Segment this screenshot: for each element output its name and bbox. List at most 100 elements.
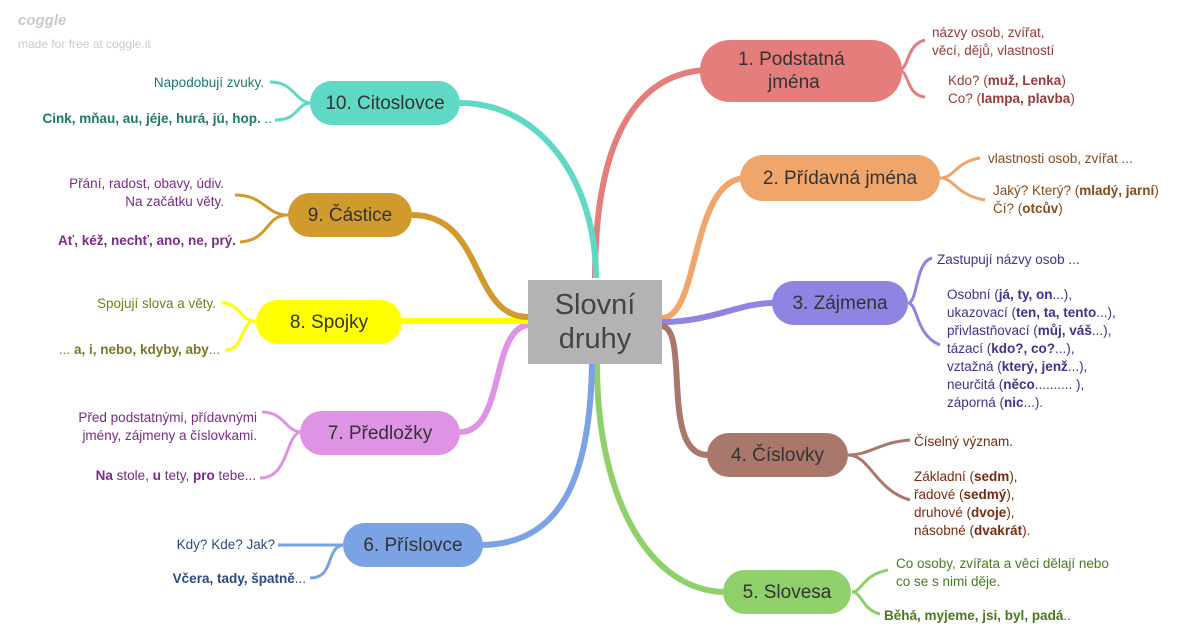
n7-examples: Na stole, u tety, pro tebe...: [20, 467, 256, 485]
node-slovesa[interactable]: 5. Slovesa: [723, 570, 851, 614]
node-spojky-label: 8. Spojky: [289, 311, 369, 333]
n1-desc: názvy osob, zvířat, věcí, dějů, vlastnos…: [932, 24, 1054, 60]
n10-examples: Cink, mňau, au, jéje, hurá, jú, hop. ..: [10, 110, 272, 128]
branch-n2: [661, 175, 746, 321]
n3-list: Osobní (já, ty, on...), ukazovací (ten, …: [947, 286, 1116, 412]
branch-n4: [660, 323, 709, 458]
node-prislovce[interactable]: 6. Příslovce: [343, 523, 483, 567]
n3-l3-prefix: přivlastňovací (: [947, 323, 1038, 338]
n8-examples: ... a, i, nebo, kdyby, aby...: [20, 341, 220, 359]
n3-l4-prefix: tázací (: [947, 341, 992, 356]
branch-n3: [661, 300, 774, 325]
n9-examples-bold: Ať, kéž, nechť, ano, ne, prý.: [58, 233, 236, 248]
n7-ex-stole: stole,: [112, 468, 153, 483]
n4-l1-examples: sedm: [974, 469, 1010, 484]
node-citoslovce[interactable]: 10. Citoslovce: [310, 81, 460, 125]
n3-l3-suffix: ...),: [1091, 323, 1112, 338]
n10-examples-suffix: ..: [260, 111, 272, 126]
n4-l4-suffix: ).: [1022, 523, 1031, 538]
n4-l4-examples: dvakrát: [974, 523, 1023, 538]
n6-examples-bold: Včera, tady, špatně: [172, 571, 295, 586]
n3-l7-suffix: ...).: [1023, 395, 1044, 410]
n4-l3-suffix: ),: [1006, 505, 1015, 520]
n3-l2-prefix: ukazovací (: [947, 305, 1017, 320]
n1-desc-line2: věcí, dějů, vlastností: [932, 43, 1055, 58]
n3-l7-prefix: záporná (: [947, 395, 1005, 410]
node-pridavna-jmena-label: 2. Přídavná jména: [762, 167, 918, 189]
node-cislovky[interactable]: 4. Číslovky: [707, 433, 848, 477]
node-zajmena[interactable]: 3. Zájmena: [772, 281, 908, 325]
n3-l6-suffix: .......... ),: [1034, 377, 1085, 392]
n3-l2-suffix: ...),: [1096, 305, 1116, 320]
n5-desc: Co osoby, zvířata a věci dělají nebo co …: [896, 555, 1109, 591]
n7-desc-line2: jmény, zájmeny a číslovkami.: [82, 428, 257, 443]
bracket-n7: [259, 410, 303, 480]
n6-examples: Včera, tady, špatně...: [80, 570, 306, 588]
n2-q1-suffix: ): [1154, 183, 1159, 198]
coggle-logo: coggle: [18, 12, 67, 29]
node-citoslovce-label: 10. Citoslovce: [325, 92, 445, 114]
n3-l6-examples: něco: [1003, 377, 1035, 392]
n4-l1-suffix: ),: [1009, 469, 1018, 484]
n8-examples-suffix: ...: [208, 342, 220, 357]
n9-desc-line1: Přání, radost, obavy, údiv.: [69, 176, 224, 191]
n5-examples-suffix: ..: [1063, 608, 1071, 623]
bracket-n10: [269, 80, 313, 122]
branch-n10: [459, 100, 599, 279]
n3-l5-suffix: ...),: [1067, 359, 1088, 374]
n8-examples-bold: a, i, nebo, kdyby, aby: [73, 342, 209, 357]
coggle-tagline: made for free at coggle.it: [18, 37, 151, 51]
n1-q1-examples: muž, Lenka: [987, 73, 1062, 88]
node-podstatna-jmena-line1: 1. Podstatná: [738, 49, 845, 70]
bracket-n5: [851, 568, 889, 616]
node-castice[interactable]: 9. Částice: [288, 193, 412, 237]
n4-l2-suffix: ),: [1006, 487, 1015, 502]
n8-examples-prefix: ...: [58, 342, 74, 357]
node-slovesa-label: 5. Slovesa: [742, 581, 832, 603]
bracket-n2: [939, 156, 986, 202]
bracket-n3: [907, 256, 941, 347]
n3-l5-examples: který, jenž: [1001, 359, 1068, 374]
n5-examples-bold: Běhá, myjeme, jsi, byl, padá: [884, 608, 1064, 623]
n7-desc: Před podstatnými, přídavnými jmény, zájm…: [20, 409, 257, 445]
branch-n7: [459, 322, 529, 435]
n3-l1-examples: já, ty, on: [998, 287, 1053, 302]
n2-q2-suffix: ): [1058, 201, 1063, 216]
n3-l1-prefix: Osobní (: [947, 287, 999, 302]
n1-q2-suffix: ): [1070, 91, 1075, 106]
n2-q2-prefix: Čí? (: [993, 201, 1023, 216]
n4-l4-prefix: násobné (: [914, 523, 975, 538]
n4-l2-examples: sedmý: [963, 487, 1007, 502]
node-spojky[interactable]: 8. Spojky: [256, 300, 402, 344]
node-pridavna-jmena[interactable]: 2. Přídavná jména: [740, 155, 940, 201]
n7-ex-u: u: [152, 468, 161, 483]
n3-l7-examples: nic: [1004, 395, 1024, 410]
n3-l2-examples: ten, ta, tento: [1016, 305, 1097, 320]
n6-desc: Kdy? Kde? Jak?: [176, 537, 275, 552]
bracket-n4: [847, 438, 911, 502]
n7-ex-tebe: tebe...: [214, 468, 256, 483]
n3-l6-prefix: neurčitá (: [947, 377, 1004, 392]
n1-q2-examples: lampa, plavba: [981, 91, 1071, 106]
node-cislovky-label: 4. Číslovky: [731, 444, 824, 466]
node-podstatna-jmena-line2: jména: [768, 72, 820, 93]
node-predlozky[interactable]: 7. Předložky: [300, 411, 460, 455]
n2-q1-examples: mladý, jarní: [1079, 183, 1155, 198]
central-node-line2: druhy: [558, 323, 632, 355]
n5-desc-line2: co se s nimi děje.: [896, 574, 1001, 589]
n2-q1-prefix: Jaký? Který? (: [993, 183, 1080, 198]
n3-l4-suffix: ...),: [1055, 341, 1075, 356]
n8-desc: Spojují slova a věty.: [96, 296, 216, 311]
bracket-n1: [897, 38, 926, 99]
branch-n9: [411, 212, 529, 320]
node-zajmena-label: 3. Zájmena: [792, 292, 888, 314]
node-predlozky-label: 7. Předložky: [327, 422, 433, 444]
n6-examples-suffix: ...: [294, 571, 306, 586]
node-prislovce-label: 6. Příslovce: [363, 534, 463, 556]
node-castice-label: 9. Částice: [307, 204, 393, 226]
n3-l4-examples: kdo?, co?: [991, 341, 1056, 356]
n4-l3-examples: dvoje: [971, 505, 1007, 520]
n10-desc: Napodobují zvuky.: [153, 75, 264, 90]
